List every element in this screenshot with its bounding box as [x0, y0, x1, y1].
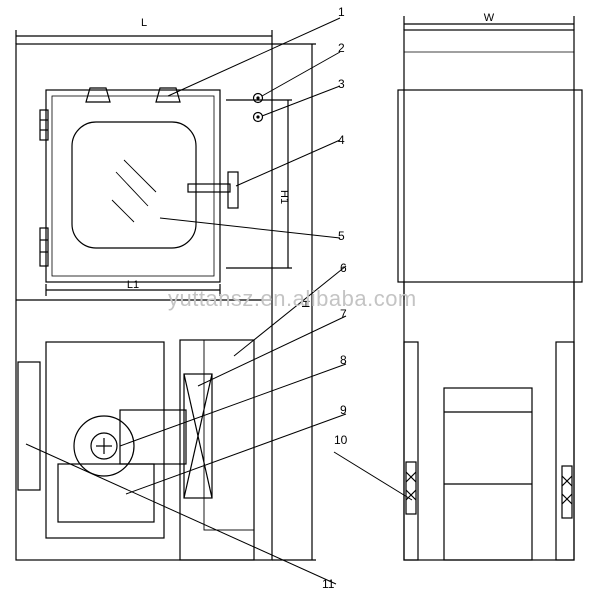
fan-unit-profile [443, 387, 533, 561]
dimension-label-L1: L1 [127, 279, 139, 291]
door-frame [45, 89, 221, 283]
motor-box [57, 463, 155, 523]
callout-10: 10 [334, 433, 348, 447]
dimension-label-H: H [299, 300, 311, 308]
dimension-H: H [272, 43, 316, 561]
callout-9: 9 [340, 403, 347, 417]
caster-right [561, 465, 573, 519]
callout-5: 5 [338, 229, 345, 243]
viewing-window [71, 121, 197, 249]
dimension-H1: H1 [226, 99, 292, 269]
latch-left [85, 87, 111, 103]
watermark: yuttansz.en.alibaba.com [168, 286, 417, 311]
latch-right [155, 87, 181, 103]
hepa-filter [183, 373, 213, 499]
callout-7: 7 [340, 307, 347, 321]
dimension-L1: L1 [45, 279, 221, 296]
side-view: W [397, 12, 583, 561]
fan-housing [45, 341, 165, 539]
callout-labels: 1 2 3 4 5 6 7 8 9 10 11 [322, 5, 348, 591]
door-profile [397, 89, 583, 283]
indicator-lamp [252, 92, 264, 104]
caster-left [405, 461, 417, 515]
blower-fan [73, 415, 135, 477]
side-vent-panel [17, 361, 41, 491]
callout-4: 4 [338, 133, 345, 147]
dimension-label-H1: H1 [278, 190, 290, 204]
dimension-L: L [15, 17, 273, 44]
callout-2: 2 [338, 41, 345, 55]
cabinet-outline [15, 43, 273, 561]
side-leg-left [403, 341, 419, 561]
front-view: L H [15, 17, 316, 561]
callout-6: 6 [340, 261, 347, 275]
dimension-W: W [403, 12, 575, 30]
dimension-label-W: W [484, 12, 495, 24]
callout-1: 1 [338, 5, 345, 19]
dimension-label-L: L [141, 17, 147, 29]
callout-3: 3 [338, 77, 345, 91]
control-button [252, 111, 264, 123]
hinge-bottom [39, 227, 49, 267]
filter-frame [179, 339, 255, 561]
hinge-top [39, 109, 49, 141]
callout-11: 11 [322, 577, 335, 591]
callout-leaders [25, 17, 413, 585]
side-leg-right [555, 341, 575, 561]
callout-8: 8 [340, 353, 347, 367]
door-handle [187, 171, 239, 209]
blower-bracket [119, 409, 187, 465]
side-outline [403, 29, 575, 561]
